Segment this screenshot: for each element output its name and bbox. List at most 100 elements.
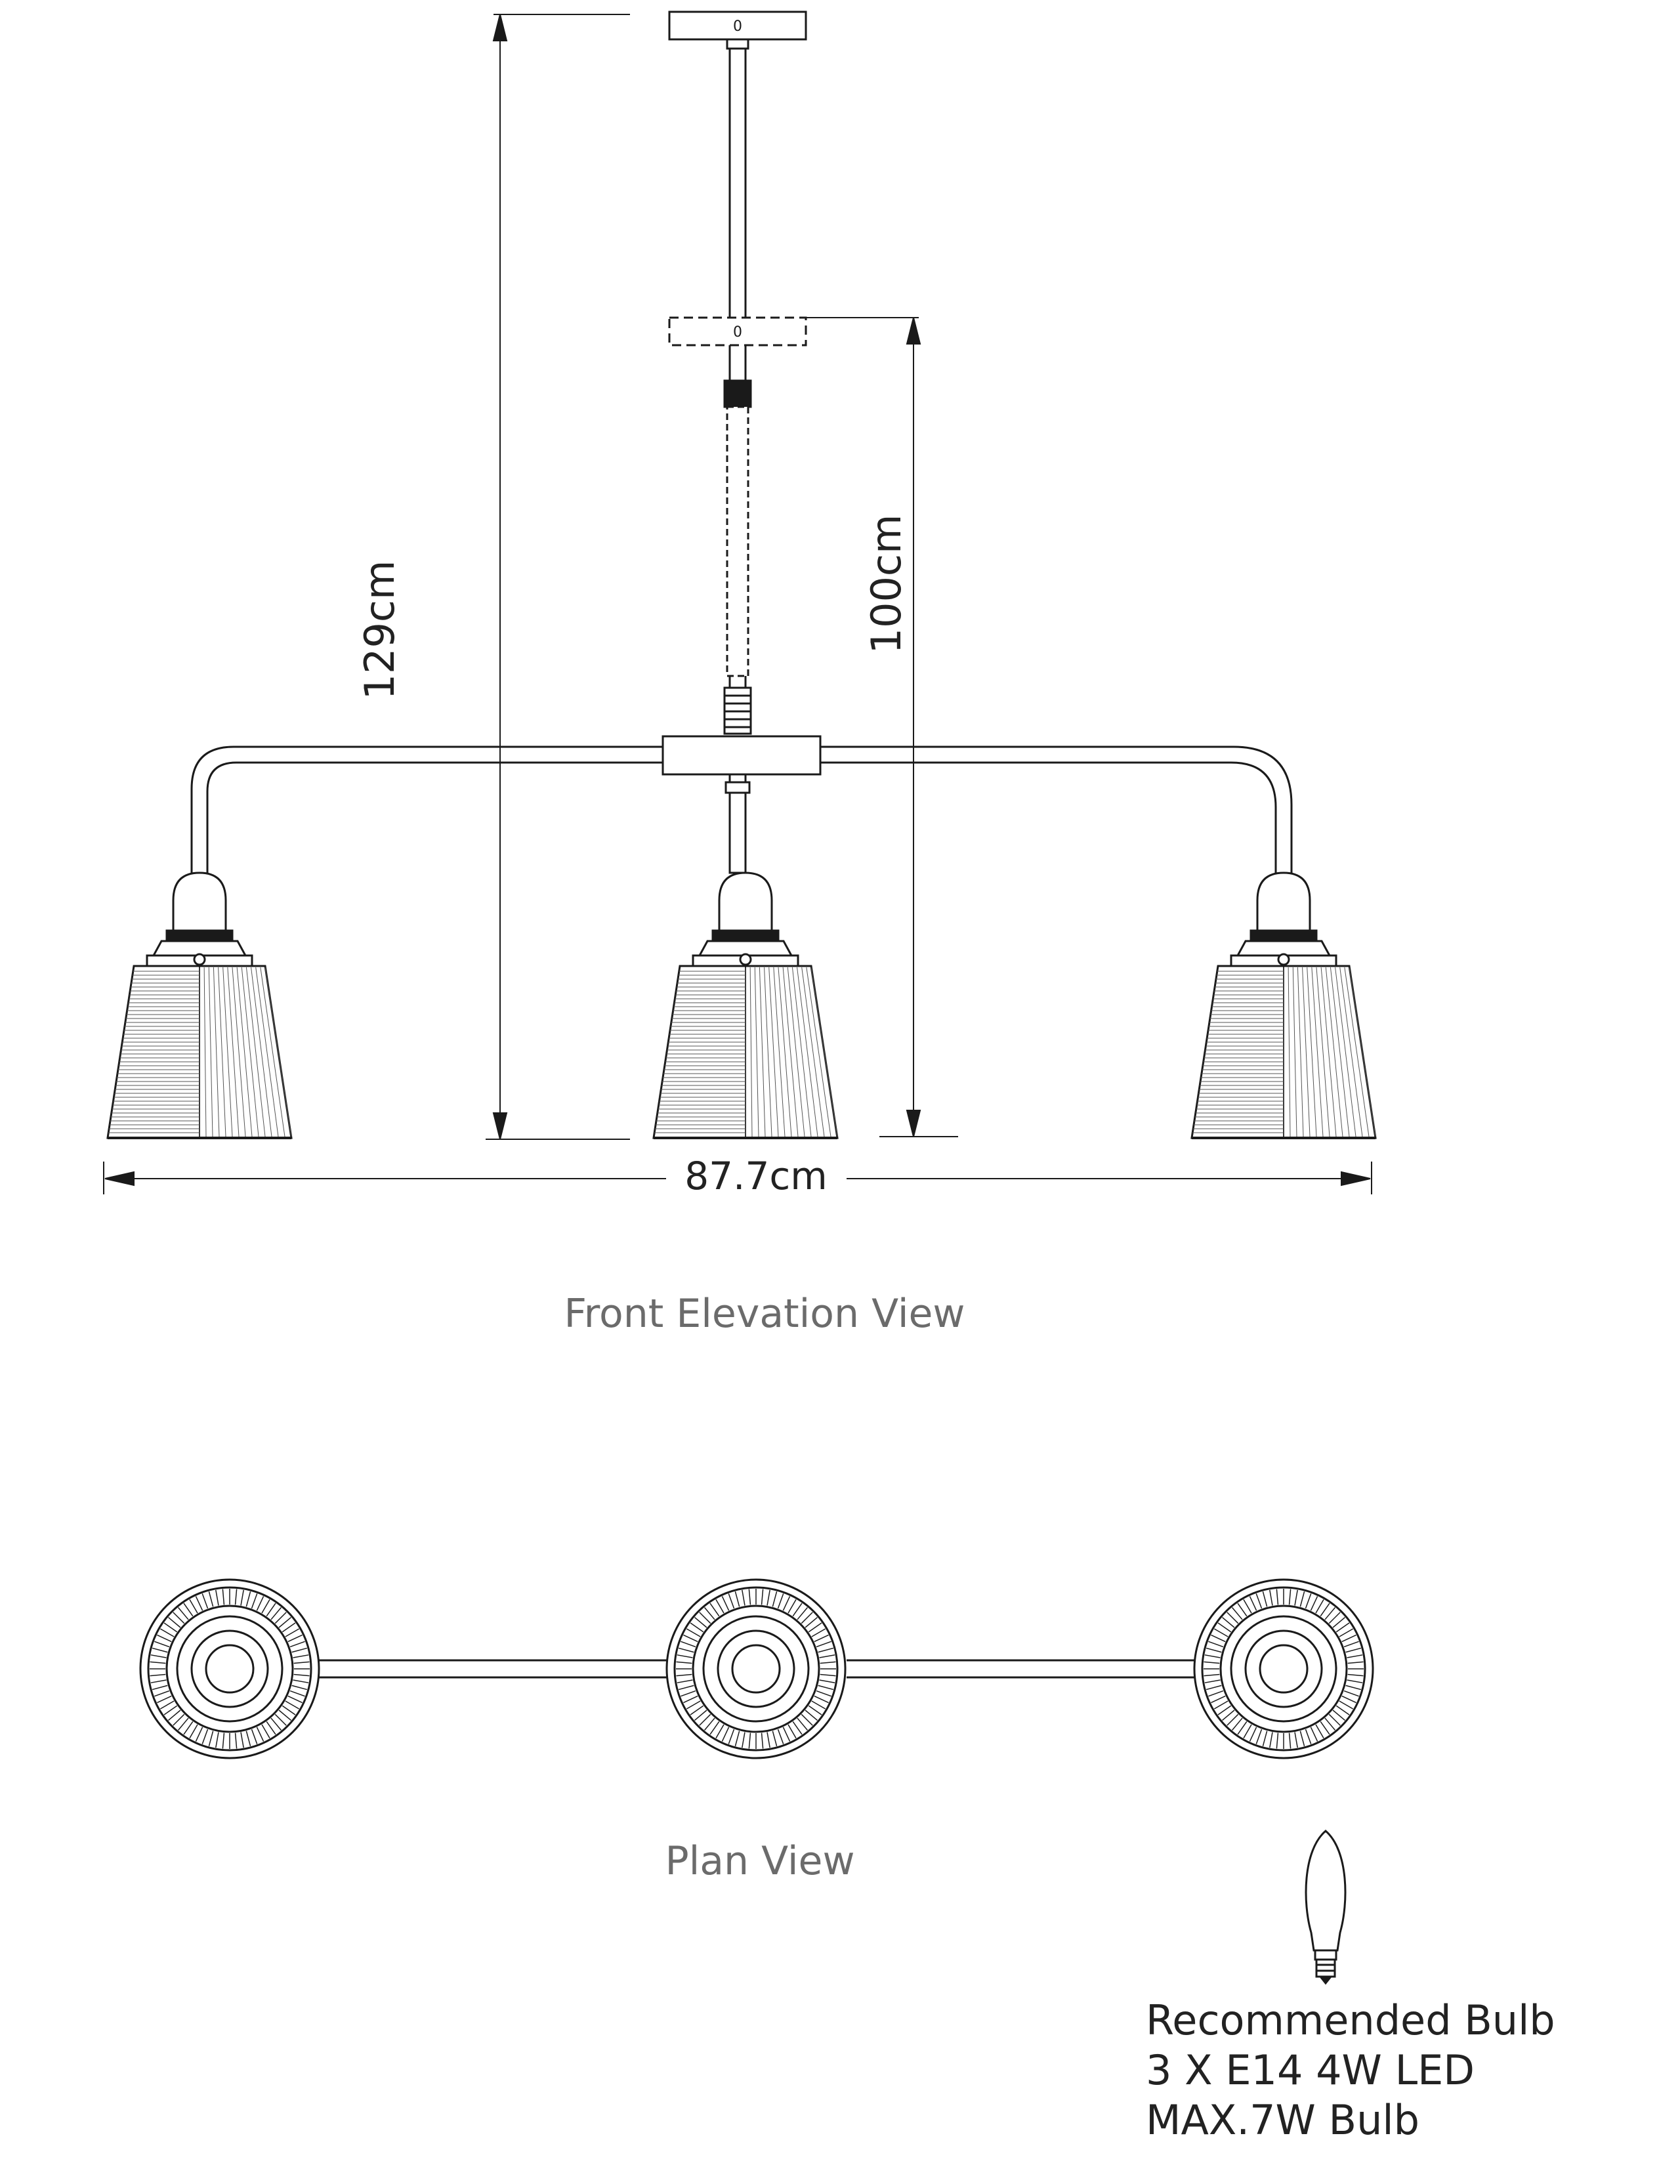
plan-flute [183,1721,194,1735]
shade-flute [260,967,285,1137]
plan-flute [772,1591,778,1607]
plan-flute [782,1727,791,1742]
plan-flute [1335,1622,1350,1633]
plan-shade-rim [147,1586,312,1752]
plan-flute [808,1705,822,1715]
plan-flute [1232,1607,1243,1620]
plan-flute [1276,1589,1279,1605]
plan-flute [1328,1612,1341,1624]
plan-flute [285,1700,300,1710]
label-total-height: 129cm [356,560,404,700]
plan-flute [816,1690,831,1697]
dimension-total-height [486,14,630,1140]
plan-flute [742,1589,746,1606]
plan-flute [814,1695,829,1704]
shade-flute [801,967,825,1137]
plan-flute [1243,1724,1252,1739]
shade-flute [236,967,253,1137]
plan-flute [694,1617,707,1628]
shade-flute [213,967,220,1137]
plan-flute [278,1710,291,1721]
plan-flute [1335,1705,1350,1715]
plan-flute [677,1654,693,1658]
plan-flute [788,1599,797,1614]
plan-flute [709,1721,720,1735]
plan-flute [289,1690,305,1697]
plan-flute [154,1690,170,1697]
plan-flute [234,1589,238,1605]
plan-flute [761,1732,764,1749]
shade-flute [1316,967,1330,1137]
plan-flute [1227,1612,1239,1624]
plan-flute [1332,1710,1345,1721]
rod-adjuster-top [723,379,752,408]
plan-flute [1204,1679,1221,1683]
plan-flute [1294,1589,1298,1606]
plan-flute [270,1717,282,1731]
lamp-holder [718,872,773,932]
plan-flute [1294,1732,1298,1748]
plan-flute [677,1679,693,1683]
plan-flute [1237,1603,1248,1617]
plan-flute [678,1647,694,1653]
plan-flute [168,1710,181,1721]
plan-flute [797,1607,808,1620]
plan-flute [159,1700,175,1710]
plan-flute [1213,1700,1228,1710]
plan-flute [1299,1591,1305,1607]
plan-flute [704,1607,715,1620]
plan-head-1 [139,1578,320,1759]
plan-flute [1324,1717,1335,1731]
lamp-group [106,872,1377,1139]
label-drop-height: 100cm [862,514,910,654]
plan-shade-rim [1201,1586,1366,1752]
plan-flute [154,1641,170,1648]
plan-flute [761,1589,764,1605]
front-elevation-caption: Front Elevation View [564,1291,965,1337]
lamp-3 [1190,872,1377,1139]
plan-flute [1269,1589,1273,1606]
shade-flute [810,967,838,1137]
plan-flute [1249,1727,1257,1742]
plan-flute [245,1591,251,1607]
dimension-drop-height [806,317,958,1137]
front-elevation: 0 0 [103,10,1377,1194]
plan-flute [1204,1673,1220,1677]
shade-flute [773,967,786,1137]
plan-flute [748,1732,751,1749]
plan-flute [1288,1732,1292,1749]
plan-flute [261,1724,270,1739]
plan-head-3 [1193,1578,1374,1759]
lamp-holder-ring [711,929,780,942]
plan-flute [293,1661,310,1664]
shade-flute [1320,967,1337,1137]
shade-flute [764,967,772,1137]
plan-flute [1347,1661,1364,1664]
plan-flute [766,1589,770,1606]
plan-flute [159,1628,175,1637]
plan-flute [801,1713,813,1726]
plan-flute [1299,1731,1305,1747]
plan-flute [256,1596,264,1611]
shade-flute [208,967,213,1137]
plan-flute [686,1700,701,1710]
plan-flute [818,1685,834,1690]
shade-flute [1311,967,1324,1137]
plan-flute [208,1591,214,1607]
plan-flute [777,1729,784,1744]
plan-flute [1341,1695,1356,1704]
plan-flute [287,1634,303,1643]
plan-flute [150,1673,166,1677]
plan-flute [1237,1721,1248,1735]
plan-head-2 [665,1578,847,1759]
plan-flute [1232,1717,1243,1731]
plan-flute [721,1596,730,1611]
plan-flute [1345,1685,1362,1690]
shade-flute [806,967,831,1137]
shade-flute [787,967,805,1137]
plan-flute [1276,1732,1279,1749]
plan-flute [150,1661,166,1664]
shade-flute [255,967,279,1137]
bulb-line-1: Recommended Bulb [1146,1996,1555,2044]
shade-flute [778,967,792,1137]
